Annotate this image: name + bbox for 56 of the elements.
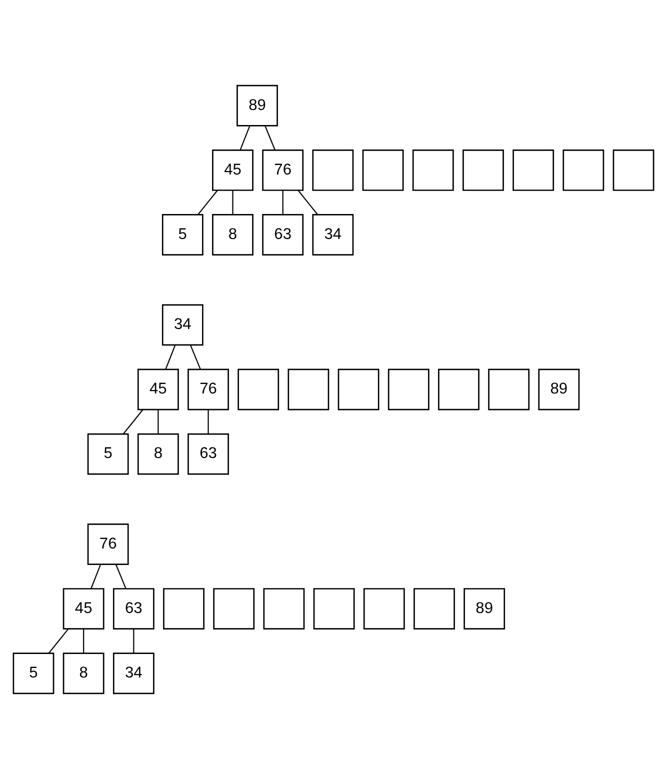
node-box — [262, 588, 304, 629]
connector — [90, 564, 101, 588]
node-box: 8 — [62, 652, 104, 694]
node-box — [362, 588, 404, 629]
node-box: 34 — [112, 652, 154, 694]
node-box: 45 — [62, 588, 104, 629]
connector — [114, 564, 126, 588]
node-box: 8 — [136, 432, 178, 474]
node-box — [462, 149, 504, 190]
node-box — [312, 588, 354, 629]
node-box — [512, 149, 554, 190]
node-box: 63 — [187, 432, 228, 474]
connector — [164, 344, 176, 370]
node-box — [362, 149, 404, 190]
node-box: 45 — [212, 149, 253, 190]
node-box: 89 — [236, 84, 278, 126]
node-box — [387, 368, 429, 410]
node-box: 76 — [187, 368, 228, 410]
node-box: 5 — [86, 432, 128, 474]
node-box — [488, 368, 530, 410]
connector — [157, 409, 158, 434]
connector — [82, 628, 84, 653]
node-box — [237, 368, 279, 410]
node-box — [612, 149, 654, 190]
node-box — [337, 368, 379, 410]
node-box: 5 — [12, 652, 54, 694]
node-box — [438, 368, 479, 410]
node-box: 34 — [161, 304, 203, 346]
node-box: 76 — [86, 523, 128, 564]
node-box: 34 — [312, 214, 354, 255]
node-box: 5 — [161, 214, 203, 255]
connector — [239, 125, 250, 150]
node-box — [413, 588, 454, 629]
connector — [122, 408, 143, 434]
node-box: 89 — [463, 588, 505, 629]
connector — [282, 190, 283, 214]
connector — [264, 125, 276, 150]
node-box — [312, 149, 354, 190]
node-box: 76 — [262, 149, 304, 190]
node-box — [287, 368, 329, 410]
connector — [48, 628, 68, 654]
node-box — [212, 588, 254, 629]
node-box — [412, 149, 454, 190]
connector — [232, 190, 233, 214]
node-box: 63 — [112, 588, 154, 629]
connector — [196, 190, 218, 215]
connector — [189, 344, 201, 370]
node-box: 8 — [212, 214, 253, 255]
connector — [297, 190, 318, 215]
node-box — [562, 149, 604, 190]
node-box: 89 — [538, 368, 580, 410]
connector — [207, 409, 208, 434]
node-box: 45 — [136, 368, 178, 410]
connector — [132, 628, 134, 653]
node-box: 63 — [262, 214, 304, 255]
node-box — [162, 588, 204, 629]
